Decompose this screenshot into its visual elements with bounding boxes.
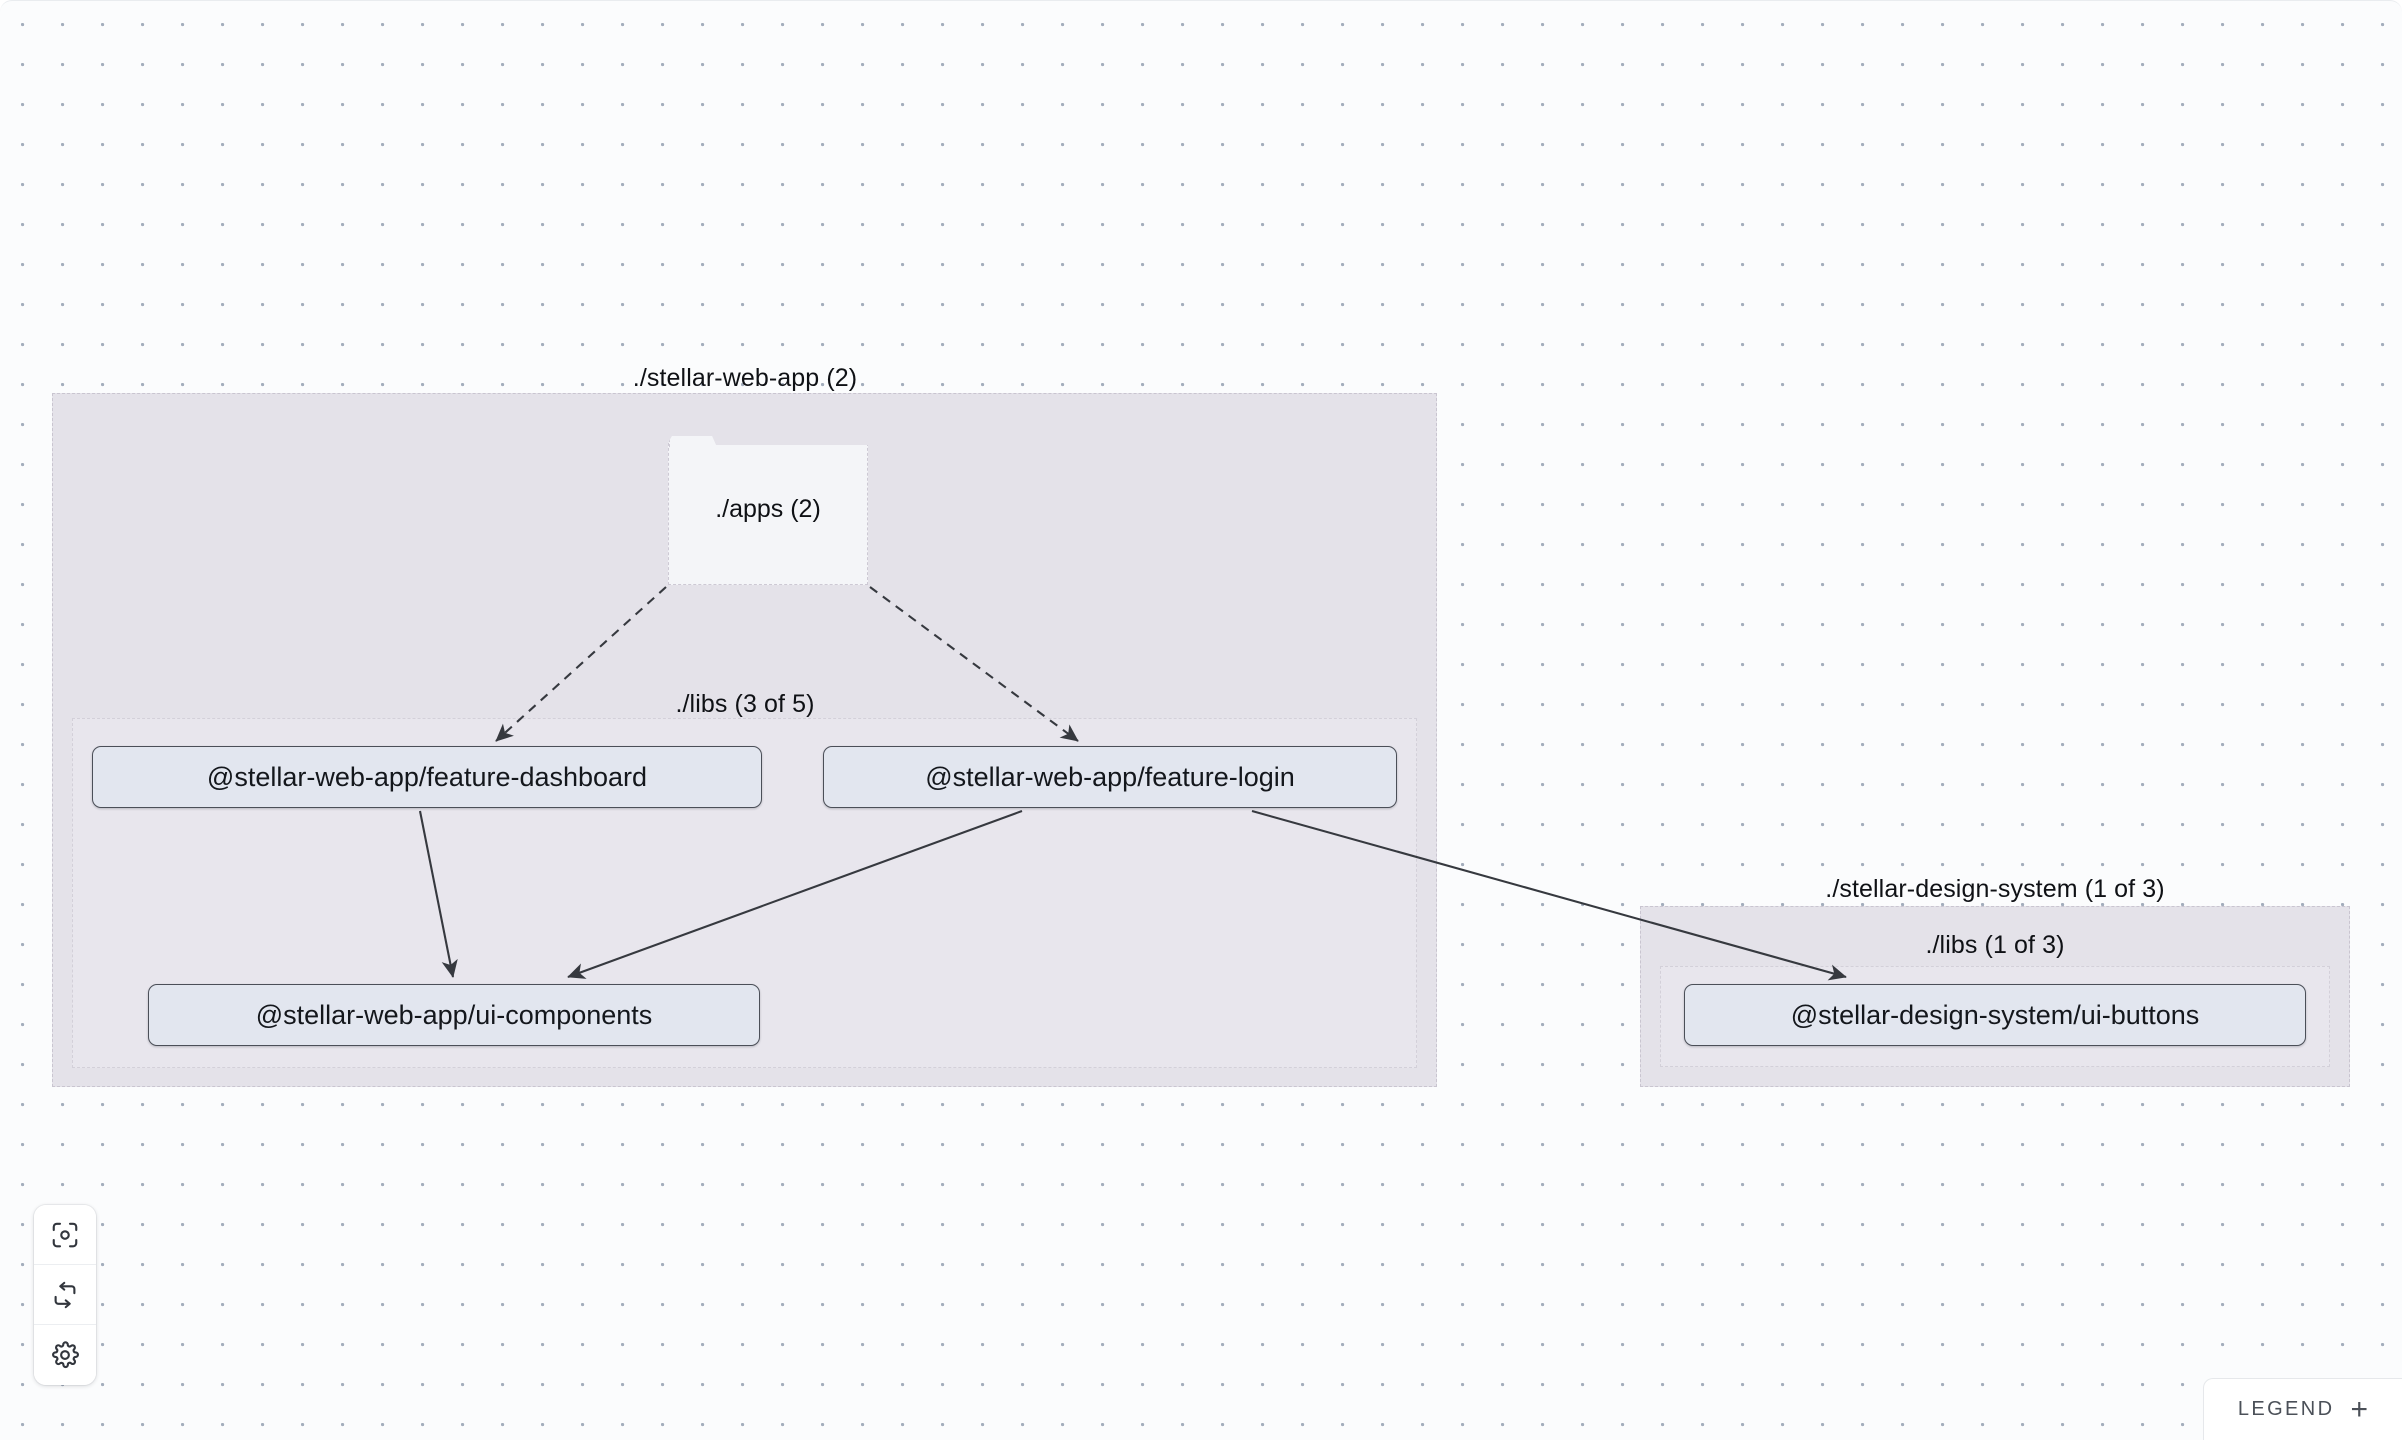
settings-button[interactable] [34, 1325, 96, 1385]
focus-graph-button[interactable] [34, 1205, 96, 1265]
project-node-ui-buttons[interactable]: @stellar-design-system/ui-buttons [1684, 984, 2306, 1046]
folder-node-label: ./apps (2) [715, 494, 821, 523]
legend-expand-icon[interactable]: + [2350, 1392, 2368, 1426]
project-node-label: @stellar-web-app/ui-components [255, 999, 653, 1030]
gear-icon [50, 1340, 80, 1370]
legend-label: LEGEND [2237, 1398, 2335, 1420]
refresh-graph-button[interactable] [34, 1265, 96, 1325]
project-node-label: @stellar-design-system/ui-buttons [1790, 999, 2200, 1030]
project-node-label: @stellar-web-app/feature-login [925, 761, 1295, 792]
group-label-stellar-design-system: ./stellar-design-system (1 of 3) [1825, 875, 2165, 903]
focus-target-icon [50, 1220, 80, 1250]
group-label-stellar-design-system-libs: ./libs (1 of 3) [1925, 931, 2065, 959]
graph-controls-panel[interactable] [34, 1205, 96, 1385]
project-node-feature-dashboard[interactable]: @stellar-web-app/feature-dashboard [92, 746, 762, 808]
project-node-ui-components[interactable]: @stellar-web-app/ui-components [148, 984, 760, 1046]
group-label-stellar-web-app: ./stellar-web-app (2) [632, 364, 858, 392]
project-node-feature-login[interactable]: @stellar-web-app/feature-login [823, 746, 1397, 808]
refresh-icon [50, 1280, 80, 1310]
project-node-label: @stellar-web-app/feature-dashboard [206, 761, 648, 792]
legend-panel[interactable]: LEGEND + [2202, 1378, 2402, 1440]
group-label-stellar-web-app-libs: ./libs (3 of 5) [675, 690, 815, 718]
folder-node-apps[interactable]: ./apps (2) [668, 436, 868, 585]
folder-tab-icon [669, 436, 719, 448]
